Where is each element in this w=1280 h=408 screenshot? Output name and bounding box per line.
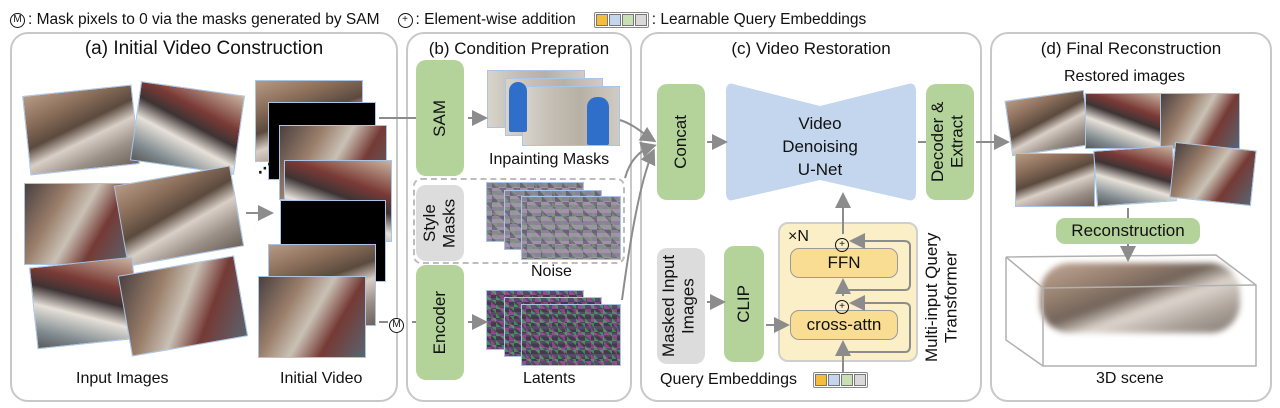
restored-image (1004, 89, 1092, 157)
legend: M : Mask pixels to 0 via the masks gener… (10, 8, 884, 32)
legend-add-text: : Element-wise addition (415, 11, 576, 28)
style-masks-label: Style Masks (420, 198, 459, 248)
video-frame (258, 276, 366, 358)
restored-image (1169, 141, 1257, 207)
legend-mask: M : Mask pixels to 0 via the masks gener… (10, 11, 380, 29)
repeat-n-label: ×N (788, 228, 809, 245)
reconstruction-button: Reconstruction (1056, 218, 1200, 244)
input-image (129, 81, 246, 175)
noise-frame (521, 196, 621, 260)
3d-scene-label: 3D scene (1096, 370, 1164, 387)
cross-attn-label: cross-attn (806, 315, 882, 334)
add-icon-bottom: + (835, 296, 852, 314)
cross-attn-block: cross-attn (790, 310, 898, 340)
restored-image (1085, 93, 1163, 149)
restored-image (1160, 93, 1240, 149)
person-mask (587, 97, 609, 145)
reconstruction-label: Reconstruction (1071, 221, 1185, 240)
masked-input-images-label: Masked Input Images (659, 254, 698, 358)
masked-input-images-block: Masked Input Images (657, 248, 705, 364)
encoder-block: Encoder (416, 265, 464, 380)
query-embeddings-icon (593, 12, 649, 28)
mask-symbol-icon: M (10, 12, 25, 28)
ffn-block: FFN (790, 248, 898, 278)
restored-image (1093, 145, 1177, 207)
concat-label: Concat (671, 115, 691, 169)
3d-scene-render (1040, 263, 1240, 333)
panel-final-reconstruction: (d) Final Reconstruction (990, 32, 1272, 402)
decoder-extract-block: Decoder & Extract (926, 84, 974, 200)
mask-op-icon: M (389, 314, 407, 333)
clip-label: CLIP (734, 285, 754, 323)
style-masks-block: Style Masks (416, 185, 464, 261)
legend-add: + : Element-wise addition (397, 11, 576, 29)
sam-block: SAM (416, 60, 464, 176)
unet-label: Video Denoising U-Net (782, 114, 858, 179)
mqt-label: Multi-input Query Transformer (922, 232, 961, 362)
encoder-label: Encoder (430, 290, 450, 355)
ffn-label: FFN (827, 253, 861, 272)
latent-frame (521, 304, 621, 366)
decoder-extract-label: Decoder & Extract (928, 101, 967, 183)
latents-label: Latents (523, 370, 576, 387)
legend-mask-text: : Mask pixels to 0 via the masks generat… (28, 11, 380, 28)
query-embeddings-label: Query Embeddings (660, 371, 797, 388)
initial-video-label: Initial Video (280, 370, 363, 387)
restored-images-label: Restored images (1064, 68, 1185, 85)
sam-label: SAM (430, 99, 450, 137)
add-icon-top: + (835, 234, 852, 252)
legend-query-text: : Learnable Query Embeddings (651, 11, 867, 28)
inpainting-masks-label: Inpainting Masks (489, 151, 610, 168)
input-images-label: Input Images (76, 370, 169, 387)
legend-query: : Learnable Query Embeddings (593, 11, 867, 29)
panel-c-title: (c) Video Restoration (731, 39, 891, 58)
clip-block: CLIP (724, 246, 764, 362)
panel-a-title: (a) Initial Video Construction (84, 38, 324, 59)
inpainting-mask (522, 86, 620, 146)
plus-symbol-icon: + (397, 12, 413, 28)
restored-image (1015, 153, 1095, 207)
ellipsis: ⋰ (258, 160, 272, 176)
query-embeddings-icon (813, 372, 868, 391)
person-mask (509, 82, 527, 132)
noise-label: Noise (531, 263, 572, 280)
concat-block: Concat (657, 84, 705, 200)
input-image (24, 183, 129, 265)
panel-d-title: (d) Final Reconstruction (1040, 39, 1222, 58)
input-image (22, 84, 140, 176)
panel-b-title: (b) Condition Prepration (428, 39, 610, 58)
